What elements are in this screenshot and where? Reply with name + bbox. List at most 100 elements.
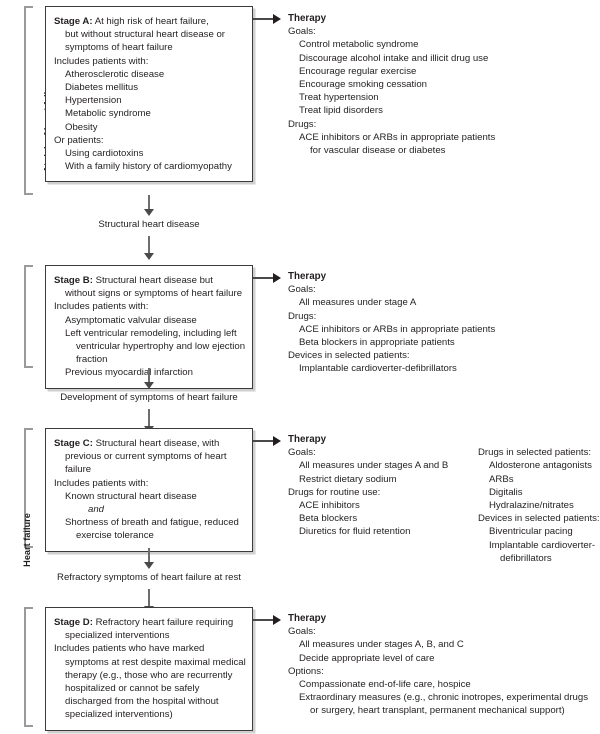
stage-a-box-line: Stage A: At high risk of heart failure,	[54, 16, 209, 27]
stage-b-box-line: ventricular hypertrophy and low ejection	[76, 341, 246, 353]
therapy-col-a-secondary	[478, 25, 600, 157]
arrow-line-b-therapy	[253, 277, 277, 279]
conjunction-and: and	[88, 504, 105, 516]
stage-d-therapy-line: All measures under stages A, B, and C	[299, 639, 464, 651]
connector-line-c-to-label3	[148, 548, 150, 564]
stage-a-box-line: Atherosclerotic disease	[65, 68, 165, 80]
connector-line-a-to-label1	[148, 195, 150, 211]
stage-c-therapy-alt-line: Hydralazine/nitrates	[489, 500, 574, 512]
stage-a-box-line: Obesity	[65, 121, 98, 133]
stage-c-therapy-line: All measures under stages A and B	[299, 460, 449, 472]
stage-c-therapy-line: Drugs for routine use:	[288, 486, 381, 498]
stage-d-box-line: discharged from the hospital without	[65, 696, 219, 708]
stage-a-therapy-line: Goals:	[288, 26, 316, 38]
therapy-col-b-secondary	[478, 283, 600, 375]
stage-a-box-line: but without structural heart disease or	[65, 29, 225, 41]
stage-c-box-line: Stage C: Structural heart disease, with	[54, 438, 220, 449]
stage-c-box-line: failure	[65, 464, 92, 476]
stage-b-box-line: fraction	[76, 354, 108, 366]
stage-d-therapy-line: Options:	[288, 665, 324, 677]
stage-c-therapy-line: Goals:	[288, 447, 316, 459]
side-label-heart-failure-text: Heart failure	[21, 513, 32, 567]
connector-line-label2-to-c	[148, 409, 150, 427]
stage-b-therapy-line: All measures under stage A	[299, 297, 417, 309]
stage-box-b[interactable]: Stage B: Structural heart disease but wit…	[45, 265, 253, 389]
bracket-stage-d	[24, 607, 33, 727]
side-label-heart-failure: Heart failure	[0, 513, 32, 567]
therapy-panel-d: Therapy Goals:All measures under stages …	[288, 612, 600, 718]
bracket-stage-a	[24, 6, 33, 195]
stage-a-box-line: Includes patients with:	[54, 55, 149, 67]
stage-d-therapy-line: Extraordinary measures (e.g., chronic in…	[299, 692, 589, 704]
stage-b-box-line: without signs or symptoms of heart failu…	[65, 288, 243, 300]
connector-head-c-to-label3	[144, 562, 154, 569]
stage-a-therapy-line: ACE inhibitors or ARBs in appropriate pa…	[299, 131, 496, 143]
stage-a-box-line: Metabolic syndrome	[65, 108, 151, 120]
stage-a-box-line: With a family history of cardiomyopathy	[65, 161, 232, 173]
stage-heading: Stage D:	[54, 617, 93, 628]
stage-a-box-line: Or patients:	[54, 134, 104, 146]
stage-d-box-line: Includes patients who have marked	[54, 643, 205, 655]
stage-b-therapy-line: Devices in selected patients:	[288, 350, 410, 362]
stage-a-therapy-line: Treat lipid disorders	[299, 105, 383, 117]
connector-line-b-to-label2	[148, 368, 150, 384]
stage-a-therapy-line: for vascular disease or diabetes	[310, 145, 446, 157]
stage-box-a[interactable]: Stage A: At high risk of heart failure, b…	[45, 6, 253, 183]
stage-c-box-line: and	[54, 503, 245, 516]
stage-b-therapy-line: Beta blockers in appropriate patients	[299, 337, 455, 349]
therapy-panel-c: Therapy Goals:All measures under stages …	[288, 433, 600, 565]
therapy-title-b: Therapy	[288, 271, 327, 282]
stage-a-therapy-line: Encourage regular exercise	[299, 65, 417, 77]
connector-label-refractory-symptoms: Refractory symptoms of heart failure at …	[57, 572, 241, 583]
stage-c-therapy-alt-line: Implantable cardioverter-	[489, 539, 596, 551]
stage-c-therapy-alt-line: defibrillators	[500, 552, 552, 564]
stage-c-box-line: Known structural heart disease	[65, 490, 197, 502]
stage-a-therapy-line: Control metabolic syndrome	[299, 39, 419, 51]
stage-d-box-line: hospitalized or cannot be safely	[65, 683, 200, 695]
stage-a-therapy-line: Drugs:	[288, 118, 317, 130]
arrow-head-a-therapy	[273, 13, 281, 24]
stage-box-d[interactable]: Stage D: Refractory heart failure requir…	[45, 607, 253, 731]
stage-d-therapy-line: or surgery, heart transplant, permanent …	[310, 705, 565, 717]
connector-label-development-of-symptoms: Development of symptoms of heart failure	[60, 392, 238, 403]
arrow-head-d-therapy	[273, 614, 281, 625]
arrow-line-d-therapy	[253, 619, 277, 621]
connector-line-label3-to-d	[148, 589, 150, 607]
stage-b-box-line: Asymptomatic valvular disease	[65, 314, 197, 326]
therapy-panel-b: Therapy Goals:All measures under stage A…	[288, 270, 600, 376]
stage-c-therapy-line: ACE inhibitors	[299, 500, 360, 512]
stage-c-box-line: Shortness of breath and fatigue, reduced	[65, 517, 239, 529]
stage-c-box-line: exercise tolerance	[76, 530, 154, 542]
stage-d-therapy-line: Decide appropriate level of care	[299, 652, 435, 664]
therapy-title-c: Therapy	[288, 434, 327, 445]
stage-c-therapy-alt-line: Devices in selected patients:	[478, 513, 600, 525]
stage-b-therapy-line: Goals:	[288, 284, 316, 296]
stage-a-therapy-line: Discourage alcohol intake and illicit dr…	[299, 52, 489, 64]
connector-line-label1-to-b	[148, 236, 150, 254]
stage-c-therapy-alt-line: Biventricular pacing	[489, 526, 573, 538]
stage-d-box-line: specialized interventions)	[65, 709, 173, 721]
connector-head-a-to-label1	[144, 209, 154, 216]
stage-a-therapy-line: Encourage smoking cessation	[299, 79, 427, 91]
stage-heading: Stage C:	[54, 438, 93, 449]
connector-head-label1-to-b	[144, 253, 154, 260]
stage-a-therapy-line: Treat hypertension	[299, 92, 379, 104]
stage-c-therapy-line: Beta blockers	[299, 513, 358, 525]
stage-b-box-line: Stage B: Structural heart disease but	[54, 275, 213, 286]
stage-c-therapy-alt-line: ARBs	[489, 473, 514, 485]
stage-d-therapy-line: Goals:	[288, 626, 316, 638]
stage-b-therapy-line: ACE inhibitors or ARBs in appropriate pa…	[299, 323, 496, 335]
therapy-col-c-secondary: Drugs in selected patients:Aldosterone a…	[478, 446, 600, 565]
connector-head-b-to-label2	[144, 382, 154, 389]
therapy-panel-a: Therapy Goals:Control metabolic syndrome…	[288, 12, 600, 157]
stage-b-box-line: Left ventricular remodeling, including l…	[65, 327, 237, 339]
stage-b-therapy-line: Implantable cardioverter-defibrillators	[299, 363, 457, 375]
stage-d-box-line: specialized interventions	[65, 630, 170, 642]
stage-d-box-line: Stage D: Refractory heart failure requir…	[54, 617, 234, 628]
stage-c-therapy-alt-line: Drugs in selected patients:	[478, 447, 592, 459]
therapy-title-a: Therapy	[288, 13, 327, 24]
